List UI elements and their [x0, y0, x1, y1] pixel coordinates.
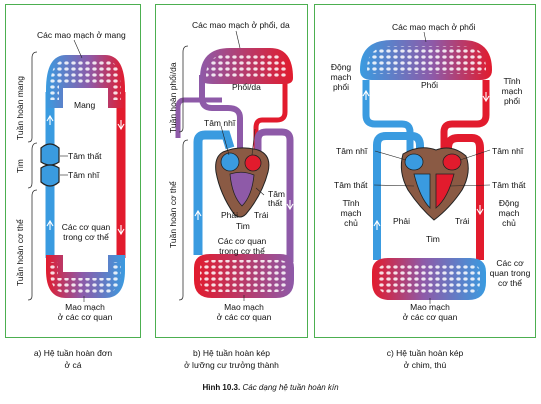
mammal-right-atrium — [404, 153, 424, 171]
label-vena-1: Tĩnh — [342, 198, 360, 208]
label-atrium-c-left: Tâm nhĩ — [336, 146, 368, 156]
label-organ-cap-c-1: Mao mạch — [410, 302, 450, 312]
caption-c-line1: c) Hệ tuần hoàn kép — [386, 348, 464, 358]
label-aorta-1: Động — [498, 198, 520, 208]
label-atrium-c-right: Tâm nhĩ — [492, 146, 524, 156]
label-right-c: Phải — [393, 216, 411, 226]
label-fish-ventricle: Tâm thất — [68, 151, 102, 161]
label-organ-cap-c-2: ở các cơ quan — [402, 312, 458, 322]
label-pulm-artery-3: phổi — [332, 82, 350, 92]
label-heart-b: Tim — [236, 221, 250, 231]
label-right-b: Phải — [221, 210, 239, 220]
label-aorta-3: chủ — [502, 218, 516, 228]
figure-caption: Hình 10.3. Các dạng hệ tuần hoàn kín — [0, 383, 541, 392]
label-organs-c-2: quan trong — [489, 268, 531, 278]
label-vena-2: mạch — [340, 208, 362, 218]
label-lung-capillaries-c: Các mao mạch ở phổi — [392, 22, 476, 32]
side-label-gill-circuit: Tuần hoàn mang — [15, 76, 25, 140]
mammal-left-atrium — [442, 153, 462, 171]
label-organs-c-1: Các cơ — [496, 258, 524, 268]
caption-a-line1: a) Hệ tuần hoàn đơn — [33, 348, 113, 358]
label-atrium-b: Tâm nhĩ — [204, 118, 236, 128]
side-label-fish-body-circuit: Tuần hoàn cơ thể — [15, 219, 25, 286]
panel-a-art — [27, 39, 126, 302]
panel-b-frame — [155, 4, 308, 338]
side-label-fish-heart: Tim — [15, 159, 25, 173]
panel-a-frame — [5, 4, 141, 338]
label-vena-3: chủ — [344, 218, 358, 228]
label-lung-c: Phổi — [421, 80, 439, 90]
caption-b-line2: ở lưỡng cư trưởng thành — [184, 360, 279, 370]
label-ventricle-b-2: thất — [268, 198, 283, 208]
label-organs-c-3: cơ thể — [497, 278, 522, 288]
amphibian-right-atrium — [220, 152, 240, 172]
mammal-right-ventricle — [413, 173, 431, 209]
label-pulm-vein-1: Tĩnh — [503, 76, 521, 86]
label-ventricle-c-right: Tâm thất — [492, 180, 526, 190]
label-pulm-artery-1: Động — [330, 62, 352, 72]
fish-ventricle — [40, 143, 60, 166]
caption-b-line1: b) Hệ tuần hoàn kép — [192, 348, 271, 358]
label-organ-cap-a-2: ở các cơ quan — [57, 312, 113, 322]
caption-a-line2: ở cá — [64, 360, 82, 370]
label-organs-b-2: trong cơ thể — [219, 246, 265, 256]
label-lung-b: Phổi/da — [232, 82, 261, 92]
label-organ-cap-b-1: Mao mạch — [224, 302, 264, 312]
label-fish-atrium: Tâm nhĩ — [68, 170, 100, 180]
label-organs-a-1: Các cơ quan — [61, 222, 111, 232]
label-pulm-artery-2: mạch — [330, 72, 352, 82]
side-label-lung-circuit-b: Tuần hoàn phổi/da — [168, 62, 178, 133]
figure-title: Các dạng hệ tuần hoàn kín — [242, 383, 339, 392]
label-organs-b-1: Các cơ quan — [217, 236, 267, 246]
panel-c-frame — [314, 4, 536, 338]
mammal-left-ventricle — [435, 173, 455, 209]
amphibian-left-atrium — [244, 154, 262, 172]
label-aorta-2: mạch — [498, 208, 520, 218]
label-pulm-vein-2: mạch — [501, 86, 523, 96]
label-ventricle-b-1: Tâm — [268, 189, 285, 199]
label-left-b: Trái — [254, 210, 269, 220]
panel-b-art — [175, 30, 294, 301]
label-pulm-vein-3: phổi — [503, 96, 521, 106]
fish-atrium — [40, 164, 60, 187]
label-heart-c: Tim — [426, 234, 440, 244]
panel-c-art — [360, 31, 492, 304]
side-label-body-circuit-b: Tuần hoàn cơ thể — [168, 181, 178, 248]
label-left-c: Trái — [455, 216, 470, 226]
label-ventricle-c-left: Tâm thất — [334, 180, 368, 190]
label-organs-a-2: trong cơ thể — [63, 232, 109, 242]
label-lung-capillaries-b: Các mao mạch ở phổi, da — [192, 20, 290, 30]
label-organ-cap-b-2: ở các cơ quan — [216, 312, 272, 322]
label-gill: Mang — [74, 100, 96, 110]
amphibian-ventricle — [229, 171, 255, 207]
figure-number: Hình 10.3. — [202, 383, 241, 392]
caption-c-line2: ở chim, thú — [403, 360, 447, 370]
label-gill-capillaries: Các mao mạch ở mang — [37, 30, 126, 40]
label-organ-cap-a-1: Mao mạch — [65, 302, 105, 312]
